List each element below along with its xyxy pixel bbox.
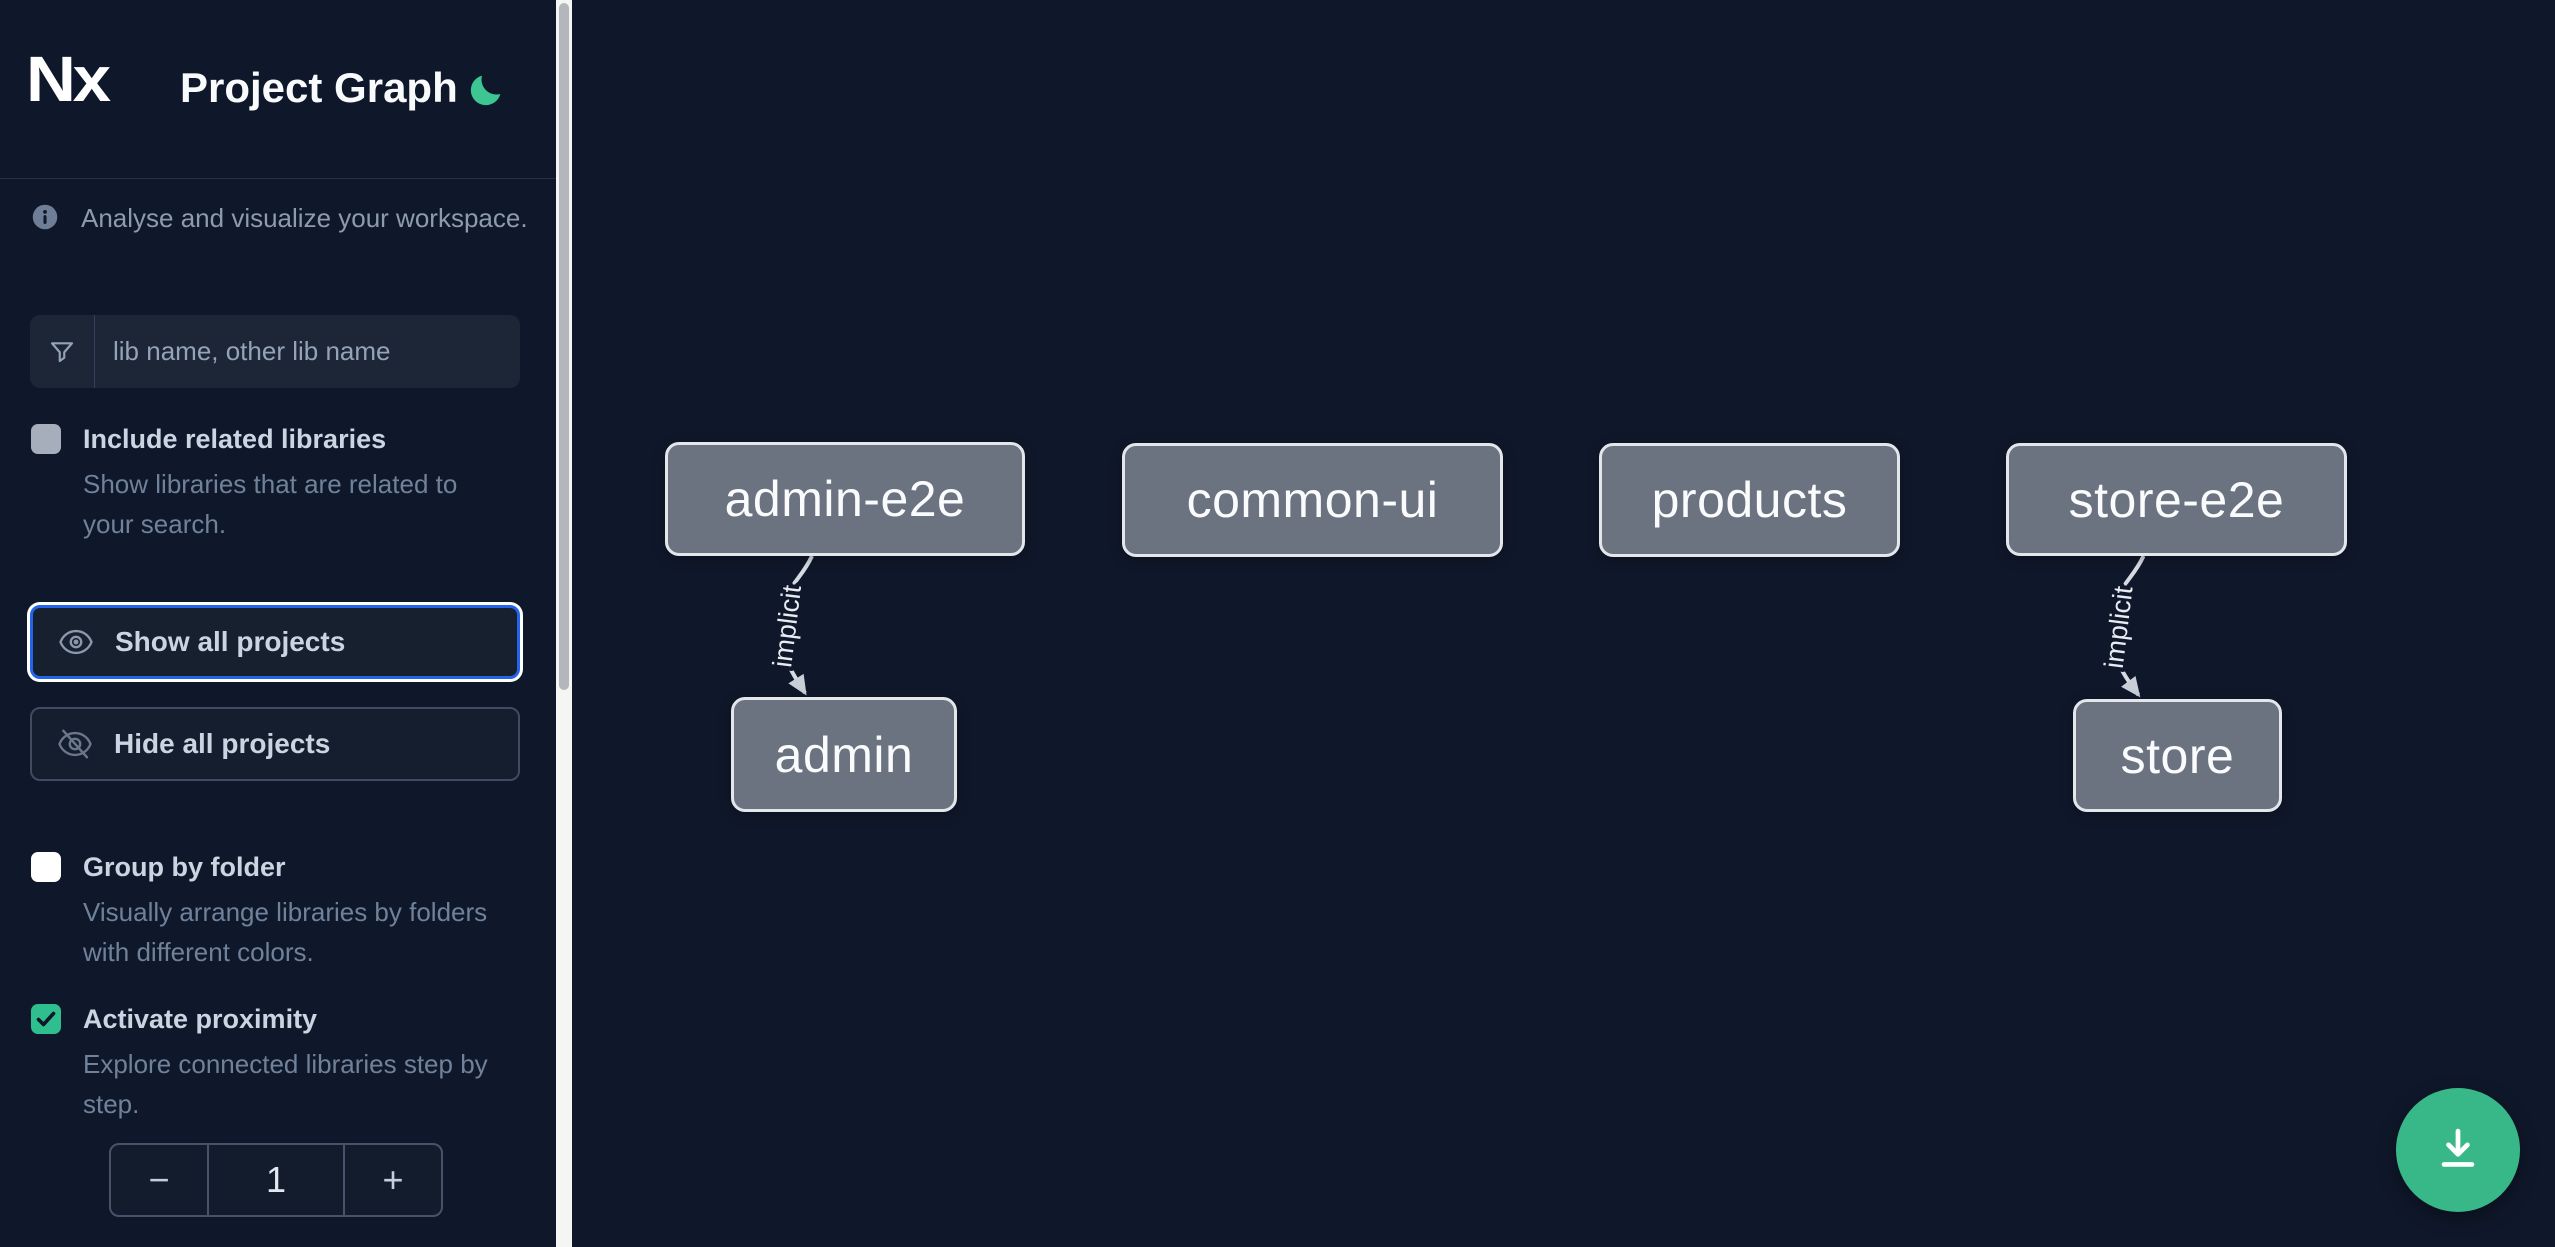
moon-icon xyxy=(466,75,506,114)
graph-node-store[interactable]: store xyxy=(2073,699,2282,812)
option-description: Show libraries that are related to your … xyxy=(83,469,458,539)
proximity-depth-value[interactable]: 1 xyxy=(207,1145,345,1215)
check-icon xyxy=(36,1011,56,1027)
theme-toggle-button[interactable] xyxy=(466,70,506,110)
download-icon xyxy=(2431,1121,2485,1180)
checkbox-activate-proximity[interactable] xyxy=(31,1004,61,1034)
show-all-projects-button[interactable]: Show all projects xyxy=(30,605,520,679)
edge-label: implicit xyxy=(2099,584,2139,670)
eye-icon xyxy=(57,623,95,661)
graph-node-products[interactable]: products xyxy=(1599,443,1900,557)
filter-funnel-icon xyxy=(30,315,95,388)
option-label: Activate proximity xyxy=(83,1004,318,1034)
sidebar: Nx Project Graph Analyse and visualize y… xyxy=(0,0,556,1247)
download-graph-button[interactable] xyxy=(2396,1088,2520,1212)
sidebar-scrollbar-thumb[interactable] xyxy=(559,3,569,690)
graph-node-admin-e2e[interactable]: admin-e2e xyxy=(665,442,1025,556)
edge-label: implicit xyxy=(767,583,807,669)
option-label: Group by folder xyxy=(83,852,286,882)
graph-edge-store-e2e-store[interactable] xyxy=(2112,555,2146,698)
sidebar-header: Nx Project Graph xyxy=(0,0,556,179)
graph-canvas[interactable] xyxy=(572,0,2555,1247)
option-label: Include related libraries xyxy=(83,424,387,454)
eye-slash-icon xyxy=(56,725,94,763)
decrement-button[interactable]: − xyxy=(148,1159,170,1200)
increment-button[interactable]: + xyxy=(382,1159,404,1200)
graph-node-common-ui[interactable]: common-ui xyxy=(1122,443,1503,557)
option-description: Explore connected libraries step by step… xyxy=(83,1049,488,1119)
option-include-related: Include related libraries Show libraries… xyxy=(31,422,531,544)
sidebar-scrollbar-track[interactable] xyxy=(556,0,572,1247)
hide-all-projects-button[interactable]: Hide all projects xyxy=(30,707,520,781)
proximity-depth-stepper: − 1 + xyxy=(109,1143,443,1217)
intro-text: Analyse and visualize your workspace. xyxy=(81,203,528,233)
checkbox-include-related[interactable] xyxy=(31,424,61,454)
nx-logo: Nx xyxy=(26,43,111,115)
option-activate-proximity: Activate proximity Explore connected lib… xyxy=(31,1002,531,1124)
search-input[interactable] xyxy=(95,317,520,386)
page-title: Project Graph xyxy=(180,64,458,111)
intro-row: Analyse and visualize your workspace. xyxy=(31,201,531,235)
graph-node-admin[interactable]: admin xyxy=(731,697,957,812)
option-group-by-folder: Group by folder Visually arrange librari… xyxy=(31,850,531,972)
info-icon xyxy=(31,203,59,231)
checkbox-group-by-folder[interactable] xyxy=(31,852,61,882)
graph-edge-admin-e2e-admin[interactable] xyxy=(781,555,814,696)
option-description: Visually arrange libraries by folders wi… xyxy=(83,897,488,967)
search-box xyxy=(30,315,520,388)
hide-all-projects-label: Hide all projects xyxy=(114,728,331,759)
graph-node-store-e2e[interactable]: store-e2e xyxy=(2006,443,2347,556)
show-all-projects-label: Show all projects xyxy=(115,626,346,657)
